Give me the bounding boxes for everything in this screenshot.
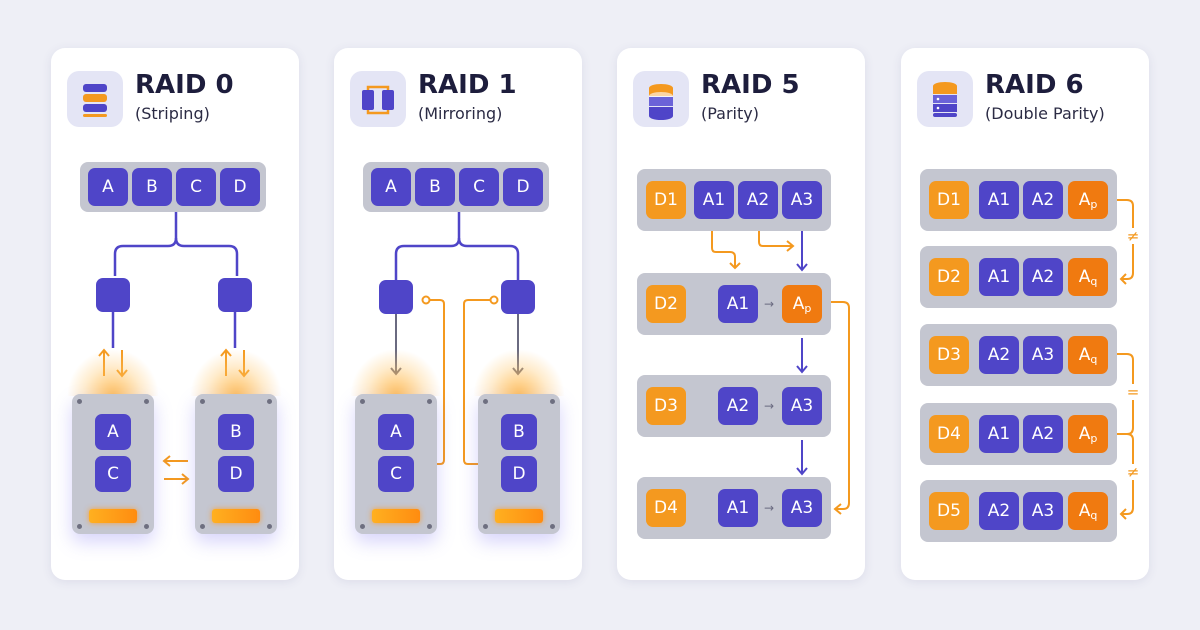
disk-activity-bar — [89, 509, 137, 523]
parity-cell: Aq — [1068, 492, 1108, 530]
block-cell: A2 — [979, 336, 1019, 374]
stacked-disks-icon — [67, 71, 123, 127]
data-block-d: D — [220, 168, 260, 206]
raid1-controller-right — [501, 280, 535, 314]
raid6-title: RAID 6 — [985, 70, 1084, 100]
drive-label: D2 — [929, 258, 969, 296]
drive-label: D5 — [929, 492, 969, 530]
raid1-disk-1: A C — [355, 394, 437, 534]
disk-block: D — [218, 456, 254, 492]
database-icon — [917, 71, 973, 127]
raid0-title: RAID 0 — [135, 70, 234, 100]
raid1-controller-left — [379, 280, 413, 314]
raid0-disk-2: B D — [195, 394, 277, 534]
raid0-subtitle: (Striping) — [135, 104, 210, 123]
parity-cell: Ap — [782, 285, 822, 323]
raid1-subtitle: (Mirroring) — [418, 104, 503, 123]
block-cell: A3 — [782, 387, 822, 425]
block-cell: A2 — [1023, 258, 1063, 296]
raid6-drive-row-5: D5 A2 A3 Aq — [920, 480, 1117, 542]
block-cell: A2 — [738, 181, 778, 219]
raid5-drive-row-1: D1 A1 A2 A3 — [637, 169, 831, 231]
raid5-connectors — [711, 231, 850, 515]
raid1-title: RAID 1 — [418, 70, 517, 100]
data-block-a: A — [371, 168, 411, 206]
drive-label: D4 — [929, 415, 969, 453]
raid6-subtitle: (Double Parity) — [985, 104, 1105, 123]
raid0-controller-left — [96, 278, 130, 312]
data-block-d: D — [503, 168, 543, 206]
activity-glow — [191, 350, 281, 396]
disk-activity-bar — [212, 509, 260, 523]
mirror-disks-icon — [350, 71, 406, 127]
raid5-drive-row-2: D2 A1 → Ap — [637, 273, 831, 335]
block-cell: A3 — [1023, 336, 1063, 374]
database-icon — [633, 71, 689, 127]
activity-glow — [474, 350, 564, 396]
data-block-b: B — [132, 168, 172, 206]
block-cell: A2 — [718, 387, 758, 425]
block-cell: A3 — [1023, 492, 1063, 530]
parity-cell: Ap — [1068, 181, 1108, 219]
parity-cell: Aq — [1068, 336, 1108, 374]
block-cell: A1 — [979, 181, 1019, 219]
disk-block: B — [218, 414, 254, 450]
raid1-card: RAID 1 (Mirroring) A B C D A C B D — [334, 48, 582, 580]
block-cell: A3 — [782, 489, 822, 527]
disk-block: A — [378, 414, 414, 450]
disk-activity-bar — [495, 509, 543, 523]
relation-symbol: ≠ — [1125, 227, 1141, 245]
drive-label: D2 — [646, 285, 686, 323]
raid0-disk-1: A C — [72, 394, 154, 534]
block-cell: A1 — [979, 258, 1019, 296]
raid0-card: RAID 0 (Striping) A B C D A C B D — [51, 48, 299, 580]
raid1-data-tray: A B C D — [363, 162, 549, 212]
raid0-controller-right — [218, 278, 252, 312]
disk-block: C — [95, 456, 131, 492]
raid6-drive-row-3: D3 A2 A3 Aq — [920, 324, 1117, 386]
disk-activity-bar — [372, 509, 420, 523]
disk-block: B — [501, 414, 537, 450]
relation-symbol: = — [1125, 383, 1141, 401]
arrow-right-icon: → — [763, 501, 775, 515]
data-block-c: C — [459, 168, 499, 206]
block-cell: A2 — [979, 492, 1019, 530]
arrow-right-icon: → — [763, 297, 775, 311]
disk-block: A — [95, 414, 131, 450]
arrow-right-icon: → — [763, 399, 775, 413]
block-cell: A1 — [694, 181, 734, 219]
data-block-c: C — [176, 168, 216, 206]
drive-label: D1 — [929, 181, 969, 219]
drive-label: D1 — [646, 181, 686, 219]
disk-block: C — [378, 456, 414, 492]
raid0-data-tray: A B C D — [80, 162, 266, 212]
raid5-title: RAID 5 — [701, 70, 800, 100]
activity-glow — [68, 350, 158, 396]
data-block-a: A — [88, 168, 128, 206]
raid5-card: RAID 5 (Parity) D1 A1 A2 A3 D2 A1 → Ap D… — [617, 48, 865, 580]
relation-symbol: ≠ — [1125, 463, 1141, 481]
drive-label: D4 — [646, 489, 686, 527]
drive-label: D3 — [646, 387, 686, 425]
raid6-drive-row-4: D4 A1 A2 Ap — [920, 403, 1117, 465]
data-block-b: B — [415, 168, 455, 206]
raid5-subtitle: (Parity) — [701, 104, 759, 123]
raid5-drive-row-4: D4 A1 → A3 — [637, 477, 831, 539]
parity-cell: Ap — [1068, 415, 1108, 453]
raid1-disk-2: B D — [478, 394, 560, 534]
raid5-drive-row-3: D3 A2 → A3 — [637, 375, 831, 437]
block-cell: A1 — [979, 415, 1019, 453]
parity-cell: Aq — [1068, 258, 1108, 296]
raid6-drive-row-2: D2 A1 A2 Aq — [920, 246, 1117, 308]
block-cell: A1 — [718, 489, 758, 527]
activity-glow — [351, 350, 441, 396]
raid6-card: RAID 6 (Double Parity) ≠ = ≠ D1 A1 A2 Ap… — [901, 48, 1149, 580]
drive-label: D3 — [929, 336, 969, 374]
block-cell: A1 — [718, 285, 758, 323]
block-cell: A2 — [1023, 415, 1063, 453]
raid6-drive-row-1: D1 A1 A2 Ap — [920, 169, 1117, 231]
disk-block: D — [501, 456, 537, 492]
block-cell: A2 — [1023, 181, 1063, 219]
block-cell: A3 — [782, 181, 822, 219]
